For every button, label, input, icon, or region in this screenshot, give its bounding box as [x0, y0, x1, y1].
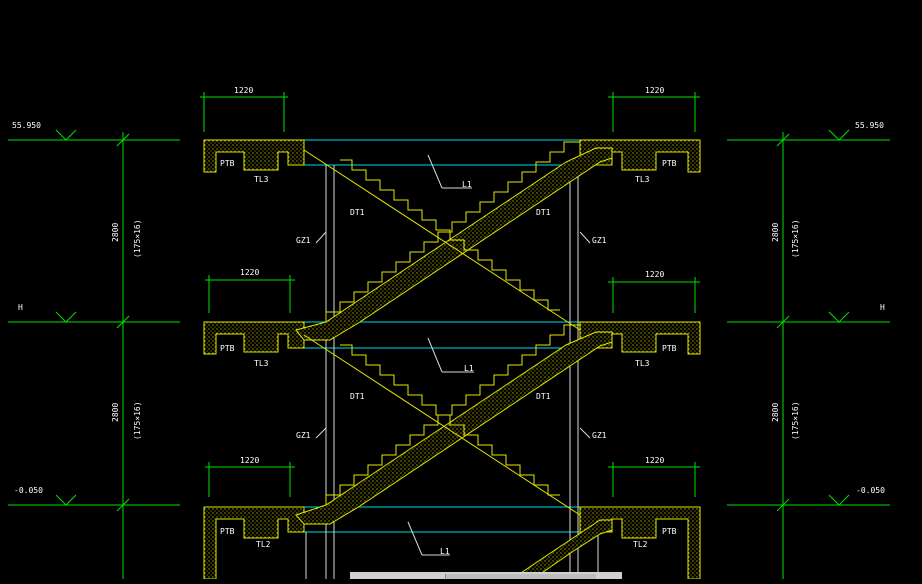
label-tl3-2: TL3 [635, 175, 650, 184]
label-l1-3: L1 [440, 547, 450, 556]
label-dt1-4: DT1 [536, 392, 551, 401]
dim-steps-1: (175×16) [133, 219, 142, 258]
level-label-mid: H [18, 303, 23, 312]
label-gz1-2: GZ1 [592, 236, 607, 245]
label-dt1-1: DT1 [350, 208, 365, 217]
label-tl3-4: TL3 [635, 359, 650, 368]
label-dt1-2: DT1 [536, 208, 551, 217]
dim-width-6: 1220 [645, 456, 664, 465]
label-tl3-1: TL3 [254, 175, 269, 184]
label-tl3-3: TL3 [254, 359, 269, 368]
beam-lines [290, 139, 612, 533]
landing-slabs [203, 139, 701, 580]
dim-steps-2: (175×16) [133, 401, 142, 440]
label-dt1-3: DT1 [350, 392, 365, 401]
label-ptb-1: PTB [220, 159, 235, 168]
level-label-top: 55.950 [12, 121, 41, 130]
label-gz1-4: GZ1 [592, 431, 607, 440]
label-ptb-4: PTB [662, 344, 677, 353]
dim-width-3: 1220 [240, 268, 259, 277]
dim-width-2: 1220 [645, 86, 664, 95]
dim-width-1: 1220 [234, 86, 253, 95]
dim-steps-3: (175×16) [791, 219, 800, 258]
level-label-bottom: -0.050 [14, 486, 43, 495]
label-gz1-1: GZ1 [296, 236, 311, 245]
width-dimensions [200, 92, 700, 497]
status-bar [350, 572, 622, 579]
label-tl2-2: TL2 [633, 540, 648, 549]
label-ptb-3: PTB [220, 344, 235, 353]
right-elevation-chain [727, 129, 890, 579]
label-l1-1: L1 [462, 180, 472, 189]
left-elevation-chain [8, 129, 180, 579]
level-label-mid-right: H [880, 303, 885, 312]
leaders [315, 154, 591, 556]
dim-height-2: 2800 [111, 403, 120, 422]
dim-height-4: 2800 [771, 403, 780, 422]
label-gz1-3: GZ1 [296, 431, 311, 440]
level-label-bottom-right: -0.050 [856, 486, 885, 495]
dim-width-5: 1220 [240, 456, 259, 465]
label-ptb-2: PTB [662, 159, 677, 168]
dim-height-1: 2800 [111, 223, 120, 242]
level-label-top-right: 55.950 [855, 121, 884, 130]
dim-steps-4: (175×16) [791, 401, 800, 440]
dim-width-4: 1220 [645, 270, 664, 279]
stair-flights [295, 141, 613, 580]
label-tl2-1: TL2 [256, 540, 271, 549]
label-l1-2: L1 [464, 364, 474, 373]
dim-height-3: 2800 [771, 223, 780, 242]
label-ptb-5: PTB [220, 527, 235, 536]
label-ptb-6: PTB [662, 527, 677, 536]
status-bar-field [445, 574, 596, 579]
